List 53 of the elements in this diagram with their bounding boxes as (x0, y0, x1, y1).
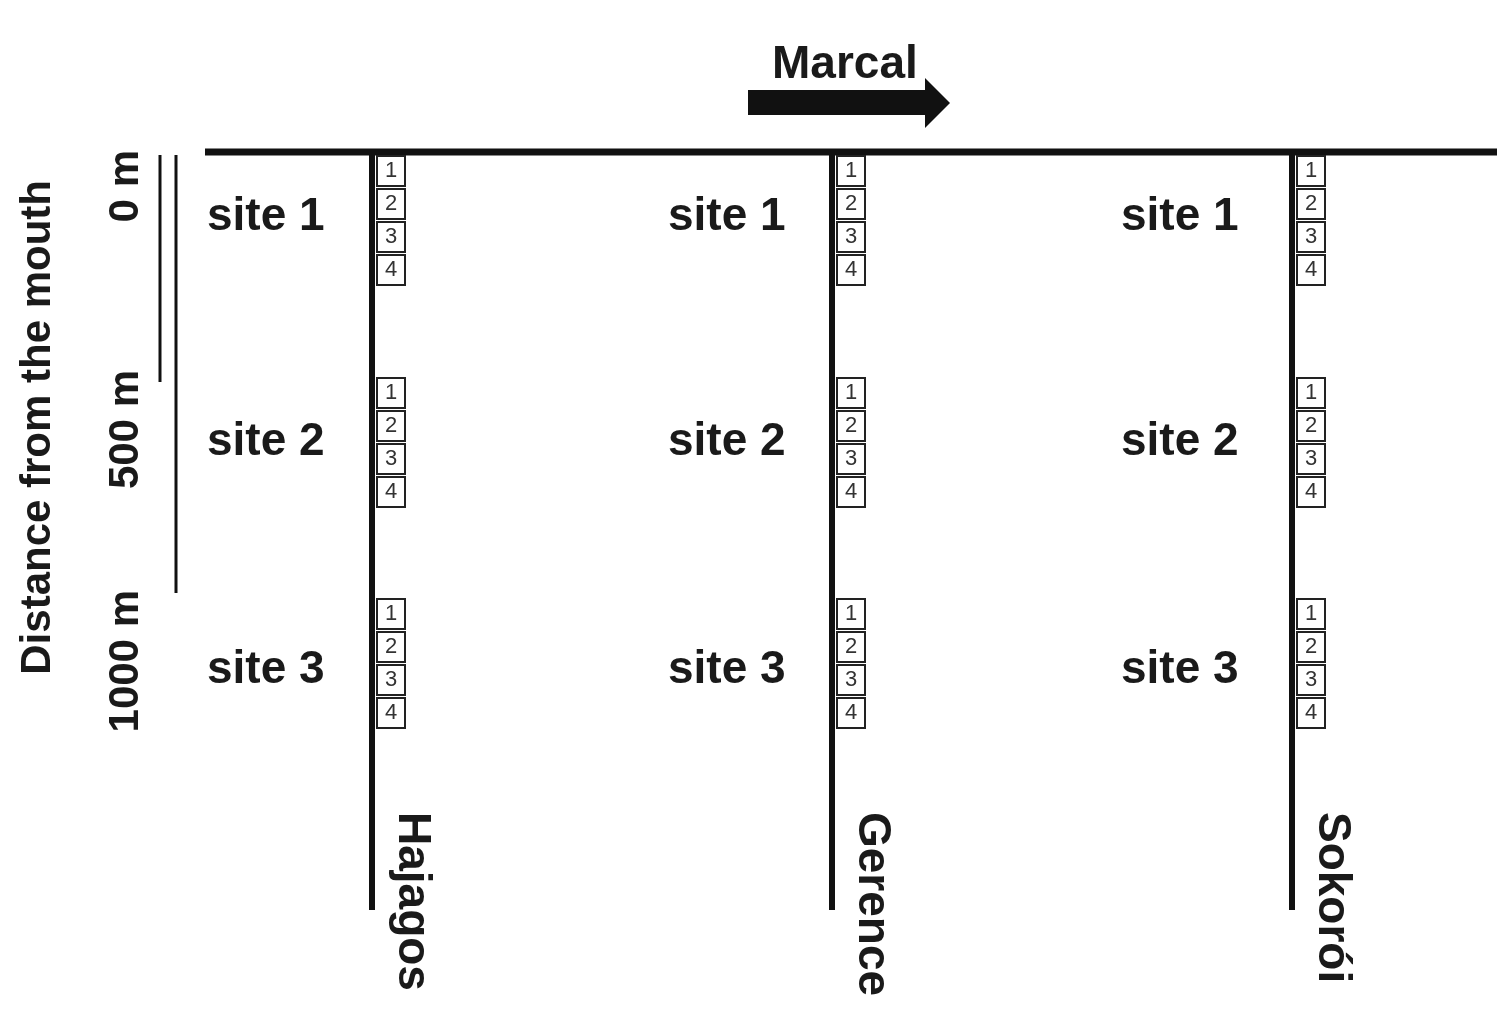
stream-name: Gerence (848, 812, 902, 997)
sample-box: 1 (1296, 377, 1326, 409)
sample-box: 2 (1296, 631, 1326, 663)
distance-label: 500 m (100, 370, 148, 490)
sample-box: 4 (1296, 476, 1326, 508)
river-name: Marcal (772, 35, 918, 89)
sample-box: 1 (836, 155, 866, 187)
sample-box: 4 (376, 476, 406, 508)
stream-name: Hajagos (388, 812, 442, 991)
sample-box: 1 (376, 598, 406, 630)
site-label: site 3 (207, 640, 325, 694)
sample-box: 1 (1296, 598, 1326, 630)
sample-box: 2 (836, 631, 866, 663)
site-label: site 1 (668, 187, 786, 241)
sample-box: 2 (1296, 410, 1326, 442)
sample-box: 1 (376, 377, 406, 409)
sample-box: 2 (836, 188, 866, 220)
sample-box: 3 (1296, 221, 1326, 253)
stream-name: Sokorói (1308, 812, 1362, 984)
sample-box: 3 (836, 221, 866, 253)
axis-title: Distance from the mouth (12, 180, 60, 675)
sample-box: 3 (376, 664, 406, 696)
sample-box: 2 (376, 410, 406, 442)
site-label: site 1 (207, 187, 325, 241)
sample-box: 2 (836, 410, 866, 442)
site-label: site 1 (1121, 187, 1239, 241)
distance-label: 0 m (100, 150, 148, 223)
sample-box: 3 (836, 443, 866, 475)
sample-box: 1 (1296, 155, 1326, 187)
sample-box: 4 (836, 254, 866, 286)
sample-box: 4 (1296, 697, 1326, 729)
sample-box: 4 (376, 254, 406, 286)
sample-box: 3 (836, 664, 866, 696)
site-label: site 2 (1121, 412, 1239, 466)
site-label: site 3 (1121, 640, 1239, 694)
sample-box: 1 (836, 377, 866, 409)
site-label: site 2 (668, 412, 786, 466)
sample-box: 3 (1296, 443, 1326, 475)
sample-box: 2 (376, 631, 406, 663)
distance-label: 1000 m (100, 590, 148, 733)
sample-box: 4 (376, 697, 406, 729)
sample-box: 1 (376, 155, 406, 187)
sample-box: 2 (376, 188, 406, 220)
sample-box: 2 (1296, 188, 1326, 220)
sample-box: 3 (376, 221, 406, 253)
sample-box: 4 (836, 697, 866, 729)
sample-box: 3 (1296, 664, 1326, 696)
site-label: site 2 (207, 412, 325, 466)
sample-box: 1 (836, 598, 866, 630)
sample-box: 4 (836, 476, 866, 508)
sample-box: 4 (1296, 254, 1326, 286)
sample-box: 3 (376, 443, 406, 475)
site-label: site 3 (668, 640, 786, 694)
